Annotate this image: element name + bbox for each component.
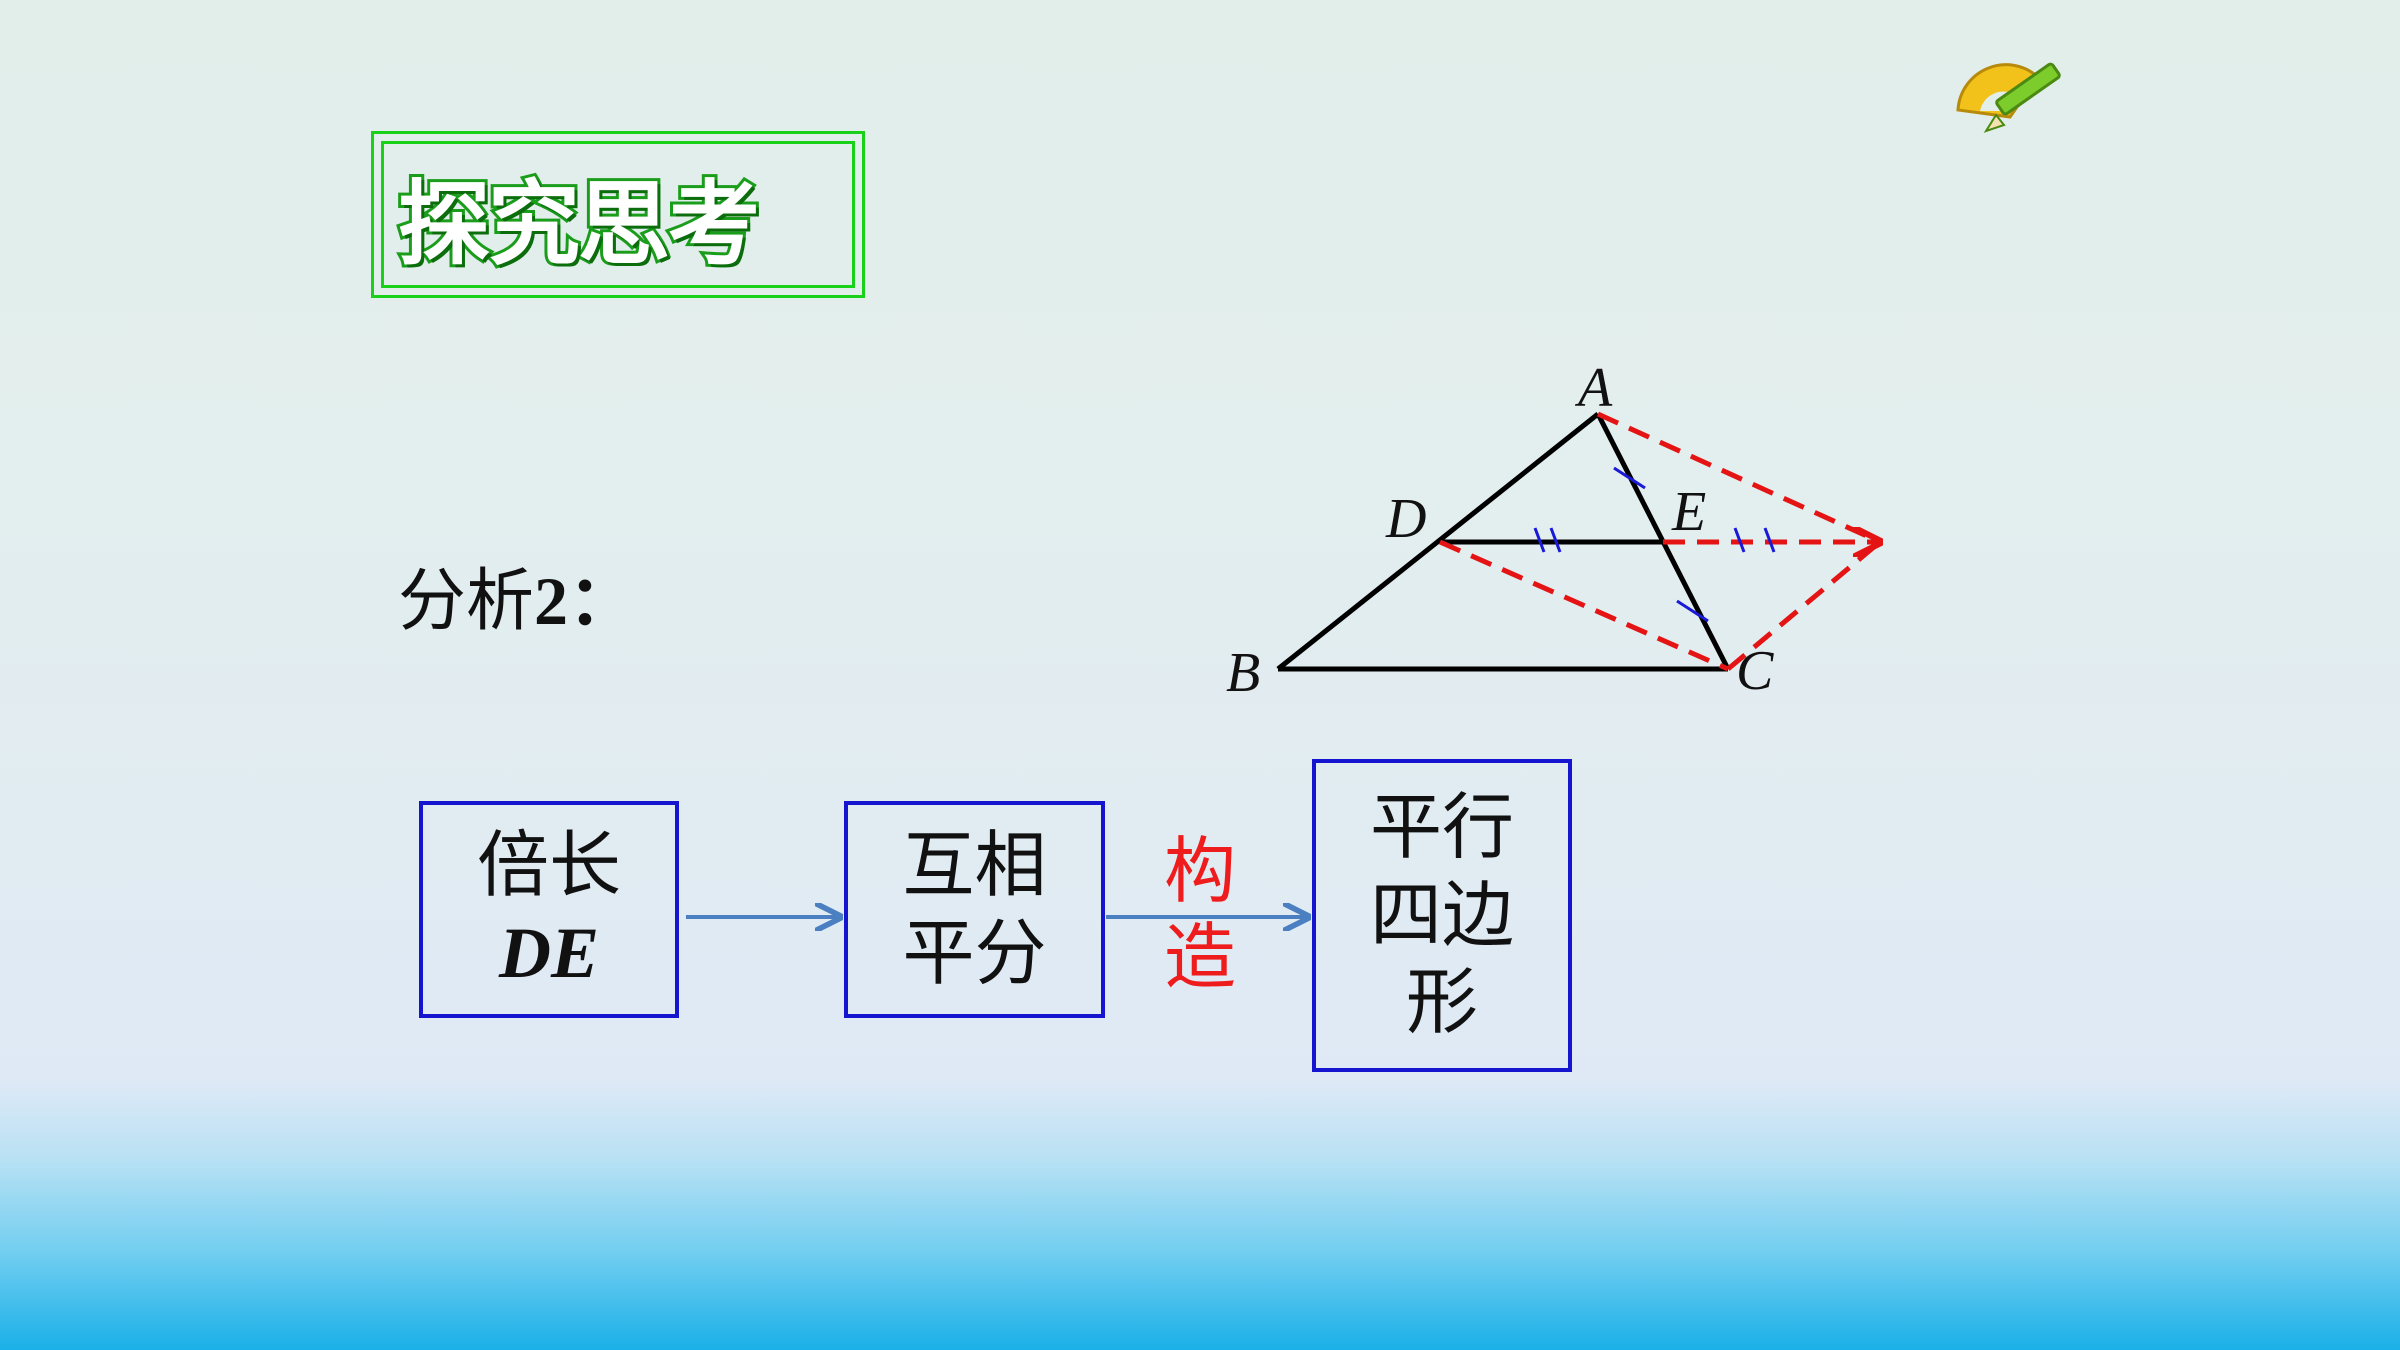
point-label-a: A xyxy=(1574,357,1613,419)
flow-box-bisect: 互相 平分 xyxy=(844,801,1105,1018)
double-tick-ef-1 xyxy=(1733,527,1746,553)
construct-label-line1: 构 xyxy=(1163,829,1236,913)
dashed-segment-dc xyxy=(1438,539,1730,672)
page-title: 探究思考 xyxy=(395,168,763,281)
flow-box-1-line1: 倍长 xyxy=(476,822,621,907)
title-box: 探究思考 xyxy=(371,131,865,298)
analysis-colon: ： xyxy=(568,563,637,639)
construct-label: 构 造 xyxy=(1160,828,1240,1001)
flow-box-3-line3: 形 xyxy=(1405,960,1478,1045)
tick-mark-ae xyxy=(1613,466,1646,490)
construct-label-line2: 造 xyxy=(1163,915,1236,1000)
point-label-b: B xyxy=(1226,642,1260,704)
flow-box-2-line1: 互相 xyxy=(902,822,1047,907)
double-tick-de-2 xyxy=(1549,527,1562,553)
flow-box-3-line2: 四边 xyxy=(1369,872,1514,957)
title-box-inner-border xyxy=(381,141,855,288)
analysis-label: 分析2： xyxy=(398,545,636,644)
protractor-pencil-icon xyxy=(1956,62,2061,133)
segment-ab xyxy=(1276,412,1600,671)
point-label-c: C xyxy=(1736,640,1774,702)
flow-box-double-de: 倍长 DE xyxy=(419,801,679,1018)
flow-box-parallelogram: 平行 四边 形 xyxy=(1312,759,1572,1072)
flow-box-3-line1: 平行 xyxy=(1369,784,1514,869)
double-tick-de-1 xyxy=(1533,527,1546,553)
analysis-label-text: 分析 xyxy=(398,562,535,641)
dashed-segment-af xyxy=(1596,411,1882,545)
analysis-number: 2 xyxy=(534,563,569,639)
flow-box-2-line2: 平分 xyxy=(902,910,1047,995)
double-tick-ef-2 xyxy=(1763,527,1776,553)
point-label-e: E xyxy=(1671,481,1706,543)
point-label-d: D xyxy=(1385,488,1426,550)
flow-box-1-line2: DE xyxy=(498,912,600,993)
tick-mark-ec xyxy=(1676,599,1709,623)
